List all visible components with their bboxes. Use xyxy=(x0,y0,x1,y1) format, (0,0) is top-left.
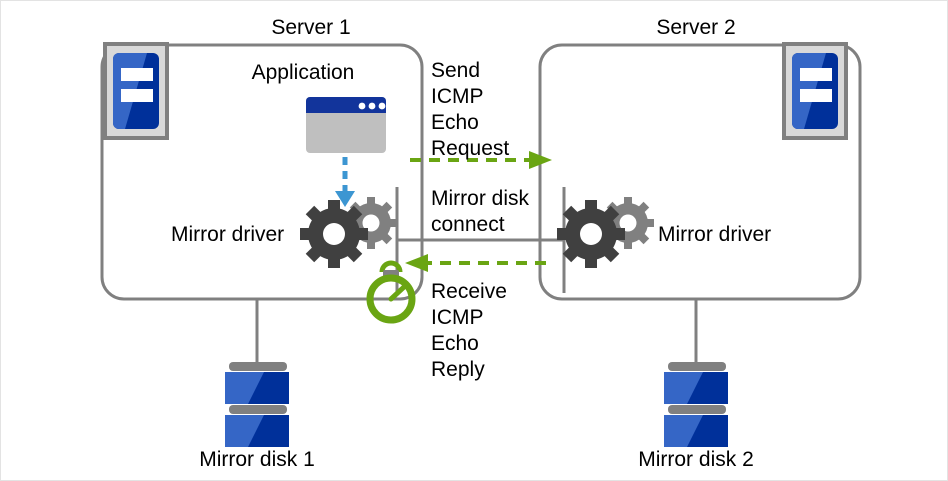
mirror-driver-left-label: Mirror driver xyxy=(171,223,285,246)
server1-title: Server 1 xyxy=(271,16,351,39)
disk-stack-icon xyxy=(664,362,728,447)
mirror-disk2-label: Mirror disk 2 xyxy=(638,448,754,471)
mirror-disk-connect-label: Mirror disk connect xyxy=(431,187,529,236)
send-icmp-echo-request-label: Send ICMP Echo Request xyxy=(431,59,510,160)
arrow-right-dashed-icon xyxy=(410,151,552,169)
server2-title: Server 2 xyxy=(656,16,736,39)
server2-box xyxy=(538,43,862,301)
stopwatch-icon xyxy=(366,260,416,324)
gears-icon xyxy=(557,197,654,268)
disk-stack-icon xyxy=(225,362,289,447)
server-icon xyxy=(782,42,848,140)
arrow-left-dashed-icon xyxy=(405,254,546,272)
application-label: Application xyxy=(251,61,355,84)
receive-icmp-echo-reply-label: Receive ICMP Echo Reply xyxy=(431,280,507,381)
server-icon xyxy=(103,42,169,140)
mirror-driver-right-label: Mirror driver xyxy=(658,223,772,246)
gears-icon xyxy=(300,197,397,268)
mirror-disk1-label: Mirror disk 1 xyxy=(199,448,315,471)
app-window-icon xyxy=(306,97,386,153)
server1-box xyxy=(100,43,424,301)
arrow-down-icon xyxy=(335,157,355,207)
